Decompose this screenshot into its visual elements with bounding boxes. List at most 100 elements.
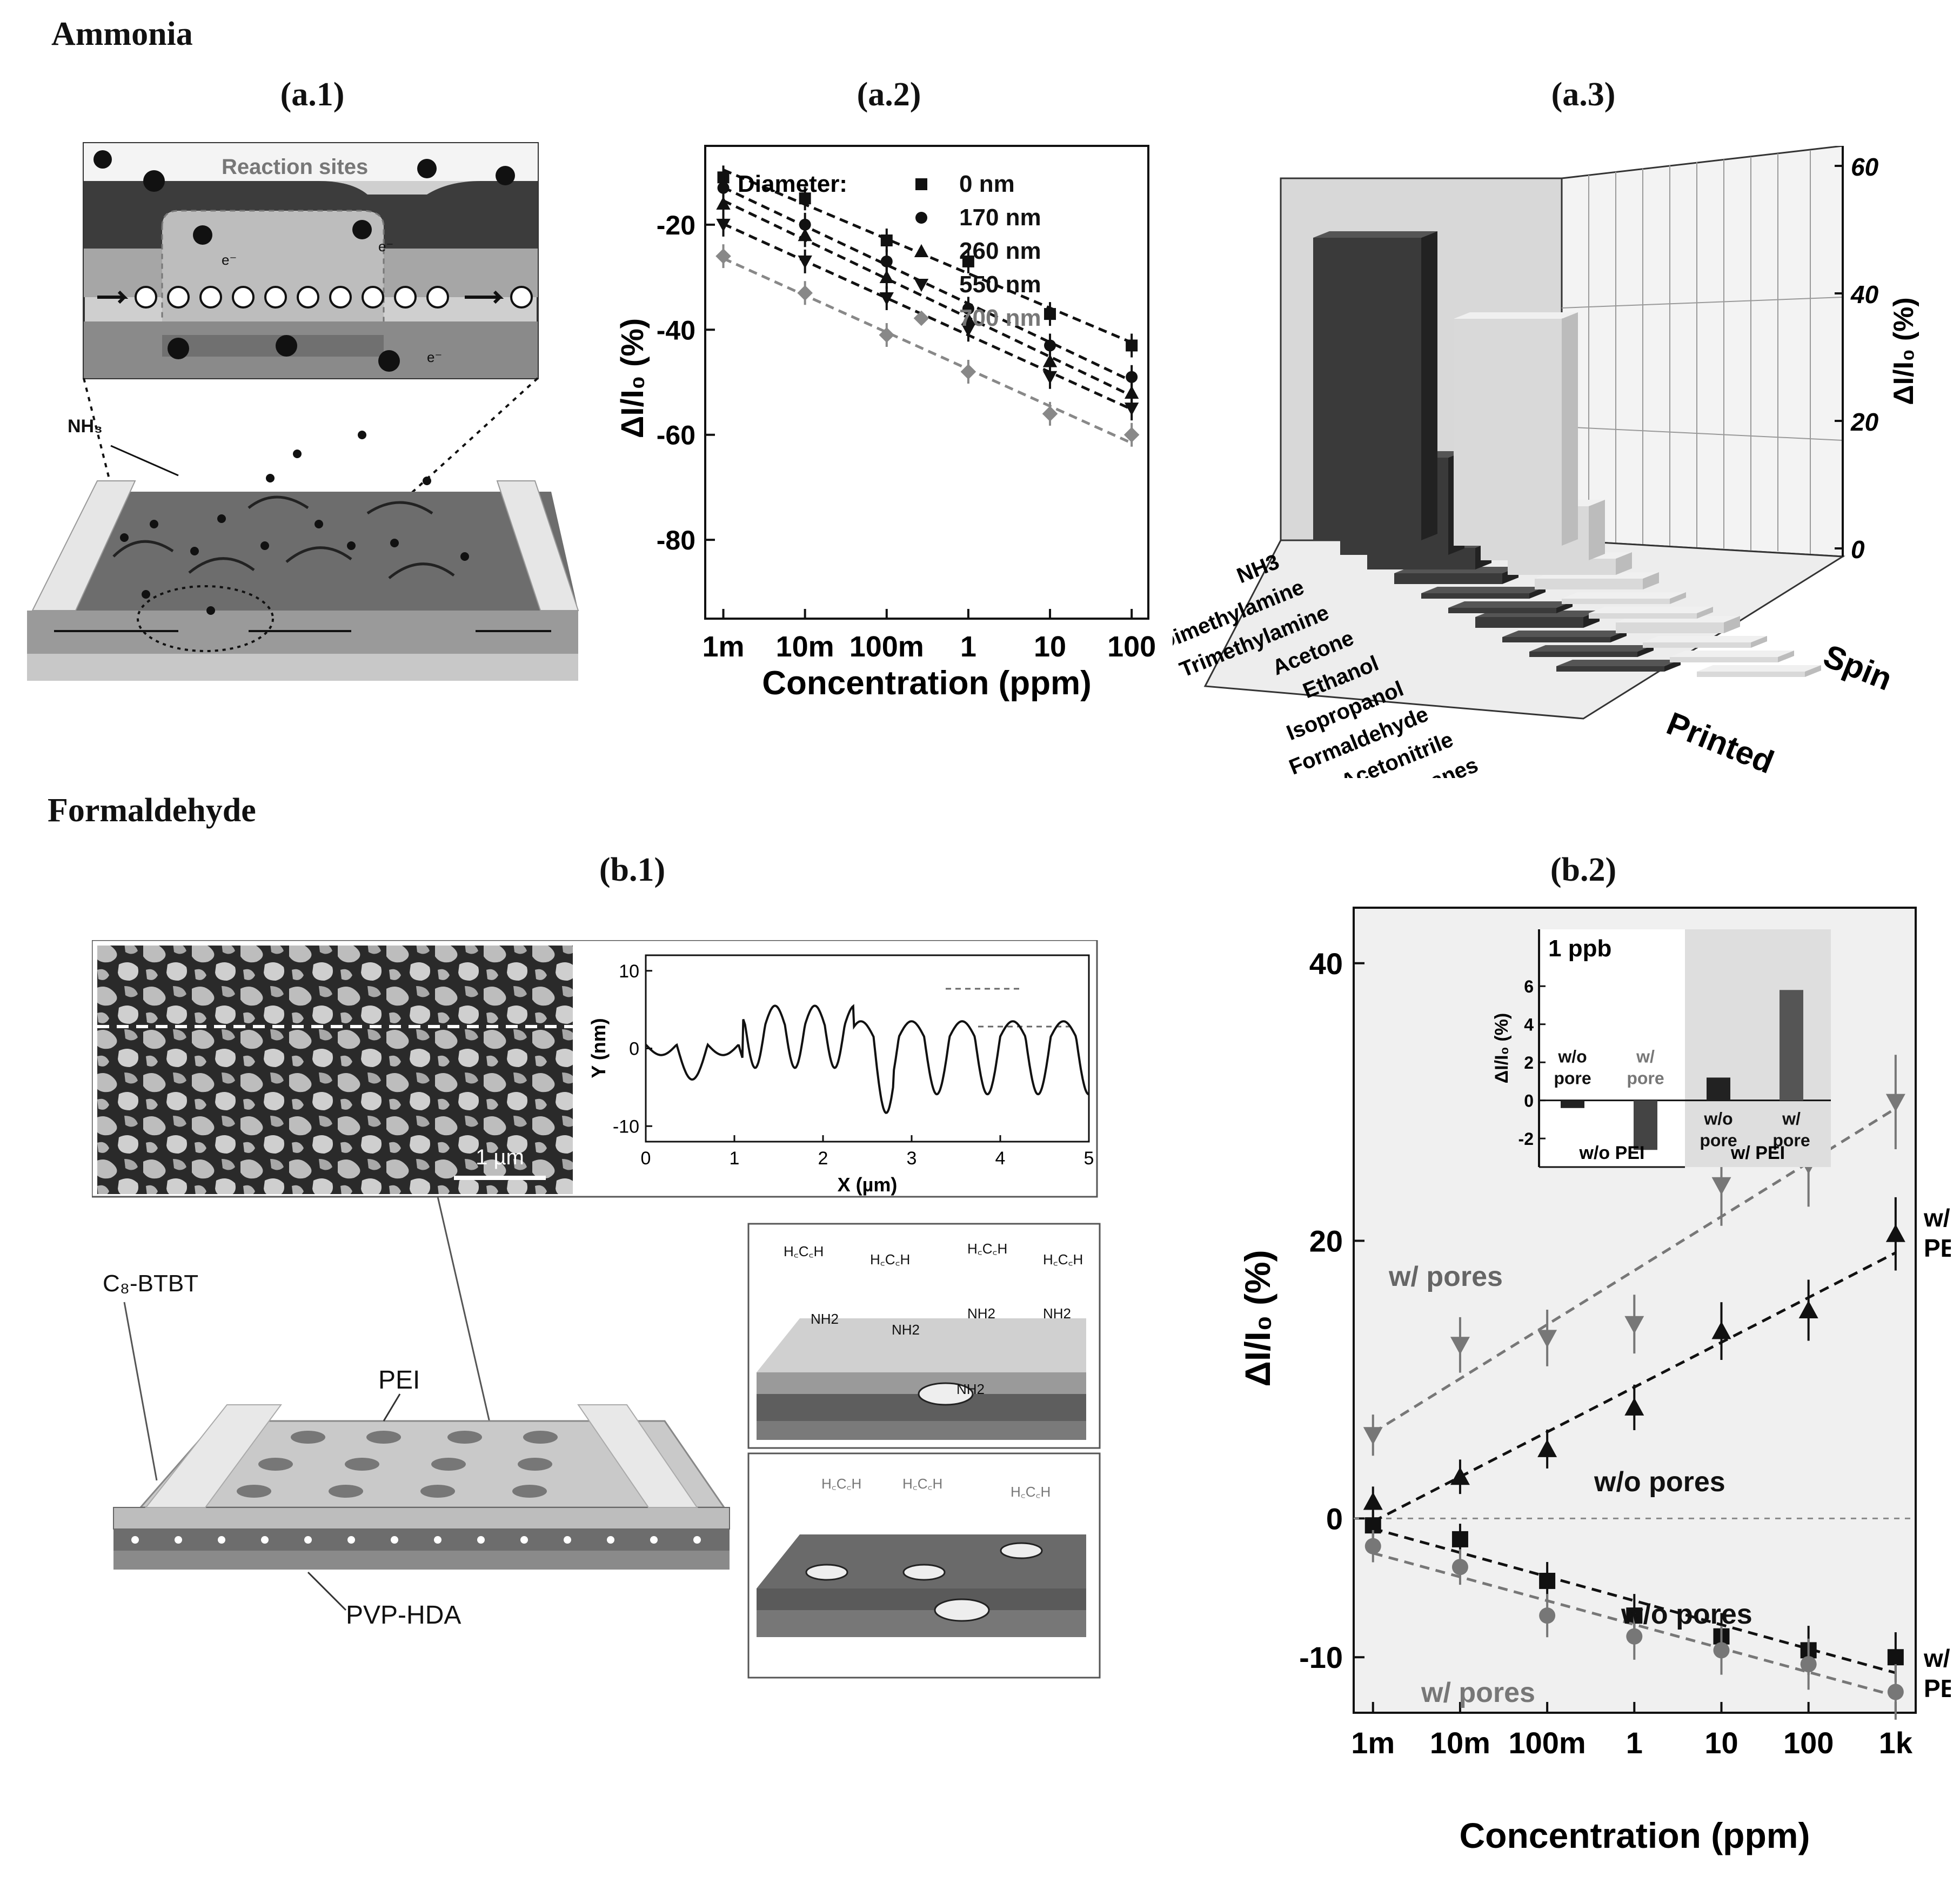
b2-inset-category-label: w/ xyxy=(1636,1047,1655,1067)
b2-inset-y-tick-label: 4 xyxy=(1524,1015,1534,1035)
a2-legend-title: Diameter: xyxy=(738,171,847,197)
a3-bar xyxy=(1421,593,1529,599)
a2-fit-line xyxy=(723,186,1133,383)
a3-bar xyxy=(1556,666,1664,672)
b2-data-point xyxy=(1711,1321,1731,1339)
a2-data-point xyxy=(716,218,731,232)
a2-legend-marker xyxy=(913,310,929,326)
afm-image xyxy=(97,946,573,1194)
a3-bar-side xyxy=(1805,665,1821,677)
a3-bar-side xyxy=(1670,592,1686,604)
a3-bar xyxy=(1529,652,1637,657)
b2-annotation-wo-pores-bottom: w/o pores xyxy=(1621,1599,1752,1630)
a2-data-point xyxy=(1126,339,1138,352)
b2-inset-category-label: pore xyxy=(1772,1131,1810,1150)
b2-y-axis-label: ΔI/I₀ (%) xyxy=(1237,1250,1277,1386)
svg-text:H꜀C꜀H: H꜀C꜀H xyxy=(821,1476,861,1492)
a3-bar xyxy=(1448,608,1556,613)
b2-y-tick-label: 40 xyxy=(1309,947,1343,981)
a2-data-point xyxy=(1042,354,1058,367)
a3-bar xyxy=(1616,622,1724,633)
a3-bar-side xyxy=(1664,660,1681,672)
a2-data-point xyxy=(961,324,976,337)
svg-text:H꜀C꜀H: H꜀C꜀H xyxy=(1011,1484,1051,1500)
panel-label-b2: (b.2) xyxy=(1550,852,1617,888)
reaction-sites-label: Reaction sites xyxy=(222,155,368,179)
a2-data-point xyxy=(799,192,811,205)
b2-x-axis-label: Concentration (ppm) xyxy=(1460,1815,1810,1855)
a3-bar-side xyxy=(1562,312,1578,546)
b2-data-point xyxy=(1885,1094,1905,1112)
a3-bar xyxy=(1475,617,1583,628)
a2-data-point xyxy=(798,255,812,269)
b2-inset-y-label: ΔI/I₀ (%) xyxy=(1491,1013,1512,1083)
a3-bar-top xyxy=(1448,601,1573,608)
a2-legend-marker xyxy=(915,178,927,190)
pvphda-label: PVP-HDA xyxy=(346,1601,461,1630)
b1-x-tick-label: 3 xyxy=(907,1148,917,1169)
section-title-formaldehyde: Formaldehyde xyxy=(48,792,256,829)
b2-side-label-part: w/o xyxy=(1923,1644,1951,1672)
a3-bar-top xyxy=(1454,312,1578,319)
a2-data-point xyxy=(798,228,812,242)
b2-inset-y-tick-label: -2 xyxy=(1519,1129,1534,1149)
a2-legend-label: 550 nm xyxy=(959,271,1041,298)
a3-bar xyxy=(1454,319,1562,546)
b1-x-tick-label: 2 xyxy=(818,1148,828,1169)
b1-x-tick-label: 1 xyxy=(730,1148,740,1169)
a2-x-tick-label: 100m xyxy=(849,631,924,663)
b1-x-tick-label: 5 xyxy=(1084,1148,1094,1169)
a2-fit-line xyxy=(723,199,1133,397)
panel-label-a2: (a.2) xyxy=(857,76,921,113)
a2-x-tick-label: 1m xyxy=(703,631,745,663)
b1-amine-label: NH2 xyxy=(811,1311,839,1327)
a3-bar xyxy=(1313,238,1421,540)
b1-y-tick-label: 10 xyxy=(619,961,639,982)
a3-bar xyxy=(1562,599,1670,604)
svg-text:e⁻: e⁻ xyxy=(378,238,393,254)
b2-data-point xyxy=(1451,1559,1468,1576)
svg-text:e⁻: e⁻ xyxy=(427,349,442,365)
a2-x-tick-label: 10 xyxy=(1034,631,1066,663)
b2-data-point xyxy=(1624,1316,1644,1334)
a3-series-label-spin: Spin xyxy=(1818,638,1897,698)
a3-bar xyxy=(1508,559,1616,575)
a2-data-point xyxy=(880,234,893,246)
a3-bar-side xyxy=(1616,552,1632,575)
a3-bar-side xyxy=(1751,636,1767,648)
c8btbt-label: C₈-BTBT xyxy=(103,1270,198,1297)
a3-bar-side xyxy=(1610,631,1627,642)
a2-data-point xyxy=(879,327,895,343)
a1-device-schematic: Reaction sites e⁻ e⁻ e⁻ NH₃ xyxy=(27,142,579,681)
a2-legend-marker xyxy=(915,212,927,224)
a3-z-tick-label: 40 xyxy=(1850,280,1879,309)
a2-y-axis-label: ΔI/I₀ (%) xyxy=(615,318,650,438)
a3-bar xyxy=(1670,657,1778,662)
b1-y-tick-label: -10 xyxy=(613,1116,639,1137)
b2-data-point xyxy=(1711,1177,1731,1195)
b2-data-point xyxy=(1713,1642,1730,1659)
a3-bar-top xyxy=(1529,645,1654,652)
a3-bar-top xyxy=(1313,231,1437,238)
b2-inset-category-label: pore xyxy=(1700,1131,1737,1150)
a3-bar-top xyxy=(1556,660,1681,666)
b2-annotation-w-pores-bottom: w/ pores xyxy=(1421,1677,1535,1708)
b2-inset-category-label: w/o xyxy=(1557,1047,1587,1067)
b2-inset-bar xyxy=(1707,1077,1730,1101)
b2-x-tick-label: 1 xyxy=(1626,1726,1643,1760)
b2-inset-group-w-pei: w/ PEI xyxy=(1730,1143,1785,1163)
a2-data-point xyxy=(1044,339,1056,352)
b2-x-tick-label: 100 xyxy=(1783,1726,1834,1760)
svg-text:NH2: NH2 xyxy=(967,1305,995,1322)
b2-data-point xyxy=(1624,1397,1644,1416)
a3-bar xyxy=(1697,672,1805,677)
a2-data-point xyxy=(1124,403,1139,416)
a2-y-tick-label: -80 xyxy=(657,525,695,555)
a3-z-tick-label: 60 xyxy=(1851,153,1879,181)
a2-data-point xyxy=(1126,371,1138,383)
b2-x-tick-label: 10m xyxy=(1430,1726,1490,1760)
a3-bar-side xyxy=(1697,607,1713,619)
a2-x-tick-label: 100 xyxy=(1107,631,1156,663)
